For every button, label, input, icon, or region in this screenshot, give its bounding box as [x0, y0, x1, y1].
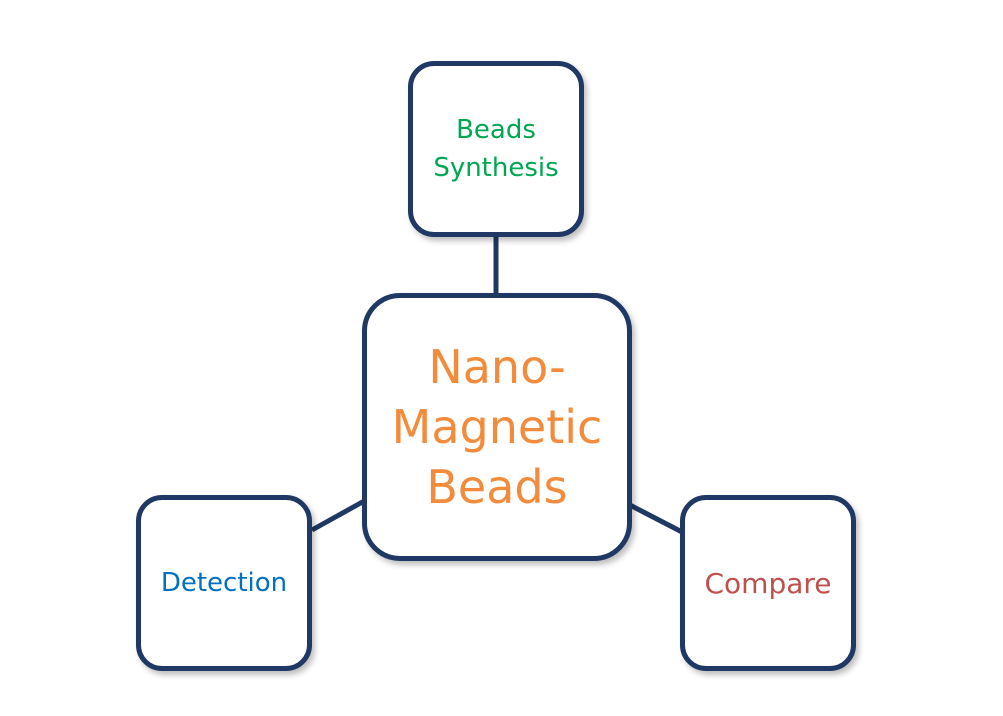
node-beads-synthesis: Beads Synthesis [408, 61, 584, 237]
node-compare: Compare [680, 495, 856, 671]
node-center-line1: Nano- [428, 340, 566, 394]
node-center-line3: Beads [426, 460, 568, 514]
node-beads-synthesis-line2: Synthesis [433, 153, 559, 183]
node-center-line2: Magnetic [391, 400, 603, 454]
node-detection: Detection [136, 495, 312, 671]
node-beads-synthesis-text: Beads Synthesis [433, 111, 558, 187]
connector-center-left [310, 497, 368, 533]
node-detection-label: Detection [160, 567, 288, 598]
connector-center-right [626, 501, 684, 535]
node-nano-magnetic-beads: Nano- Magnetic Beads [362, 293, 632, 561]
node-compare-label: Compare [704, 566, 832, 600]
node-nano-magnetic-beads-text: Nano- Magnetic Beads [392, 337, 603, 517]
node-beads-synthesis-line1: Beads [456, 115, 536, 145]
